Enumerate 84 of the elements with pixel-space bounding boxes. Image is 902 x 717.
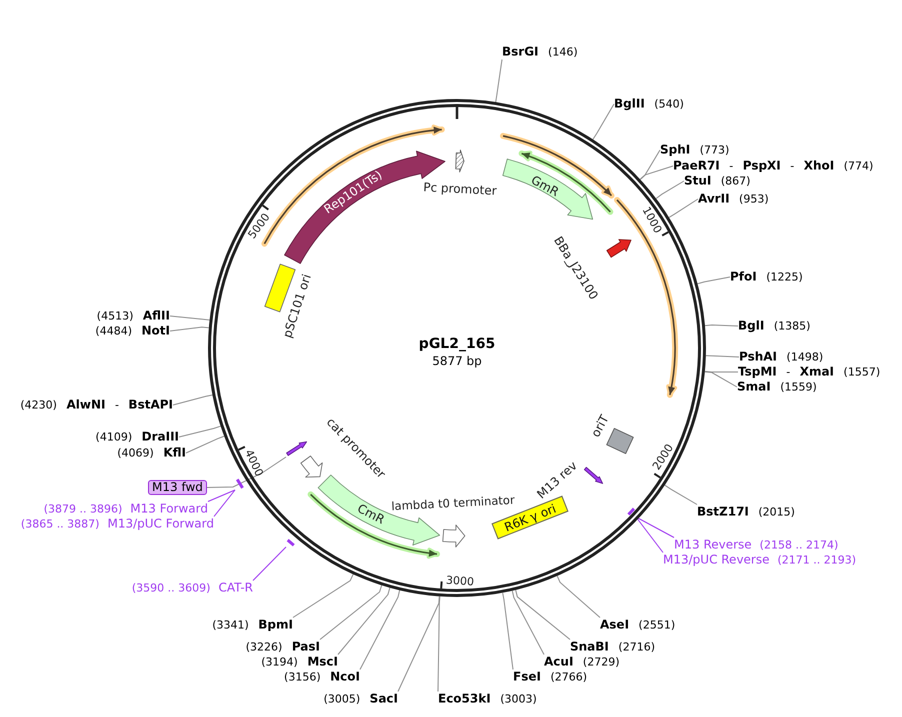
- leader-line: [398, 596, 440, 692]
- leader-line: [636, 516, 664, 553]
- enzyme-site-label: (3005) SacI: [324, 692, 398, 706]
- leader-line: [640, 166, 674, 180]
- enzyme-site-label: (4484) NotI: [95, 324, 170, 338]
- leader-line: [170, 326, 210, 332]
- leader-line: [512, 590, 544, 655]
- enzyme-site-label: (4109) DraIII: [96, 430, 179, 444]
- primer-position: (3879 .. 3896): [44, 502, 122, 516]
- enzyme-site-label: PshAI (1498): [739, 350, 824, 364]
- leader-line: [515, 590, 570, 640]
- primer-site-bar: [235, 478, 245, 490]
- leader-line: [214, 490, 236, 517]
- primer-position: (2171 .. 2193): [778, 554, 856, 568]
- leader-line: [338, 587, 390, 655]
- leader-line: [186, 436, 225, 454]
- leader-line: [360, 590, 400, 670]
- leader-line: [208, 490, 236, 502]
- leader-line: [697, 276, 730, 284]
- enzyme-site-label: BsrGI (146): [502, 44, 578, 60]
- primer-position: (3865 .. 3887): [20, 518, 100, 532]
- primer-site-bar: [626, 507, 636, 517]
- scale-label: 4000: [242, 448, 266, 478]
- enzyme-site-label: PfoI (1225): [730, 270, 803, 284]
- leader-line: [705, 355, 740, 358]
- enzyme-site-label: SmaI (1559): [737, 380, 817, 394]
- enzyme-site-label: (4230) AlwNI - BstAPI: [20, 398, 173, 412]
- leader-line: [170, 316, 210, 321]
- primer-feature: [286, 441, 308, 457]
- leader-line: [292, 574, 354, 618]
- leader-line: [704, 371, 738, 388]
- leader-line: [592, 104, 614, 140]
- leader-line: [172, 394, 213, 406]
- enzyme-site-label: SphI (773): [660, 142, 730, 158]
- plasmid-name: pGL2_165: [418, 336, 496, 352]
- enzyme-site-label: Eco53kI (3003): [438, 692, 537, 706]
- feature-label: oriT: [588, 412, 612, 440]
- feature-tag: M13 fwd: [148, 480, 207, 495]
- leader-line: [664, 484, 698, 505]
- enzyme-site-label: StuI (867): [684, 174, 750, 188]
- enzyme-site-label: (4513) AflII: [96, 308, 170, 324]
- enzyme-site-label: FseI (2766): [513, 670, 588, 684]
- plasmid-size: 5877 bp: [432, 353, 482, 369]
- primer-position: (2158 .. 2174): [760, 538, 838, 552]
- leader-line: [502, 592, 514, 670]
- enzyme-site-label: TspMI - XmaI (1557): [738, 364, 880, 380]
- enzyme-site-label: BstZ17I (2015): [697, 504, 795, 520]
- leader-line: [636, 516, 674, 538]
- leader-line: [640, 150, 660, 180]
- feature-label: pSC101 ori: [280, 272, 314, 340]
- primer-position: (3590 .. 3609): [132, 582, 210, 596]
- enzyme-site-label: AcuI (2729): [544, 654, 620, 670]
- enzyme-site-label: (3226) PasI: [246, 640, 320, 654]
- enzyme-site-label: SnaBI (2716): [570, 640, 655, 654]
- leader-line: [656, 180, 684, 200]
- leader-line: [206, 456, 286, 488]
- primer-name: M13 Forward: [130, 502, 208, 516]
- scale-label: 3000: [446, 574, 475, 588]
- primer-name: M13/pUC Reverse: [663, 552, 770, 566]
- leader-line: [178, 426, 222, 438]
- leader-line: [438, 596, 440, 692]
- enzyme-site-label: BglII (540): [614, 96, 684, 112]
- enzyme-site-label: BglI (1385): [738, 318, 810, 334]
- enzyme-site-label: (3341) BpmI: [212, 618, 293, 632]
- leader-line: [320, 584, 382, 640]
- gene-feature: [502, 158, 594, 220]
- leader-line: [495, 59, 502, 103]
- enzyme-site-label: PaeR7I - PspXI - XhoI (774): [673, 158, 874, 174]
- leader-line: [704, 324, 738, 326]
- enzyme-site-label: (3156) NcoI: [284, 670, 360, 684]
- feature-label: Pc promoter: [423, 180, 497, 198]
- enzyme-site-label: (3194) MscI: [261, 654, 338, 670]
- leader-line: [556, 575, 600, 618]
- leader-line: [668, 198, 698, 218]
- enzyme-site-label: AseI (2551): [600, 618, 676, 632]
- enzyme-site-label: AvrII (953): [698, 192, 769, 206]
- leader-line: [252, 546, 286, 581]
- primer-name: M13/pUC Forward: [107, 516, 214, 530]
- enzyme-site-label: (4069) KflI: [117, 446, 186, 460]
- scale-label: 1000: [639, 204, 664, 236]
- feature-label: CmR: [355, 501, 387, 527]
- primer-name: CAT-R: [218, 580, 253, 594]
- leader-line: [704, 370, 738, 372]
- primer-name: M13 Reverse: [674, 538, 752, 552]
